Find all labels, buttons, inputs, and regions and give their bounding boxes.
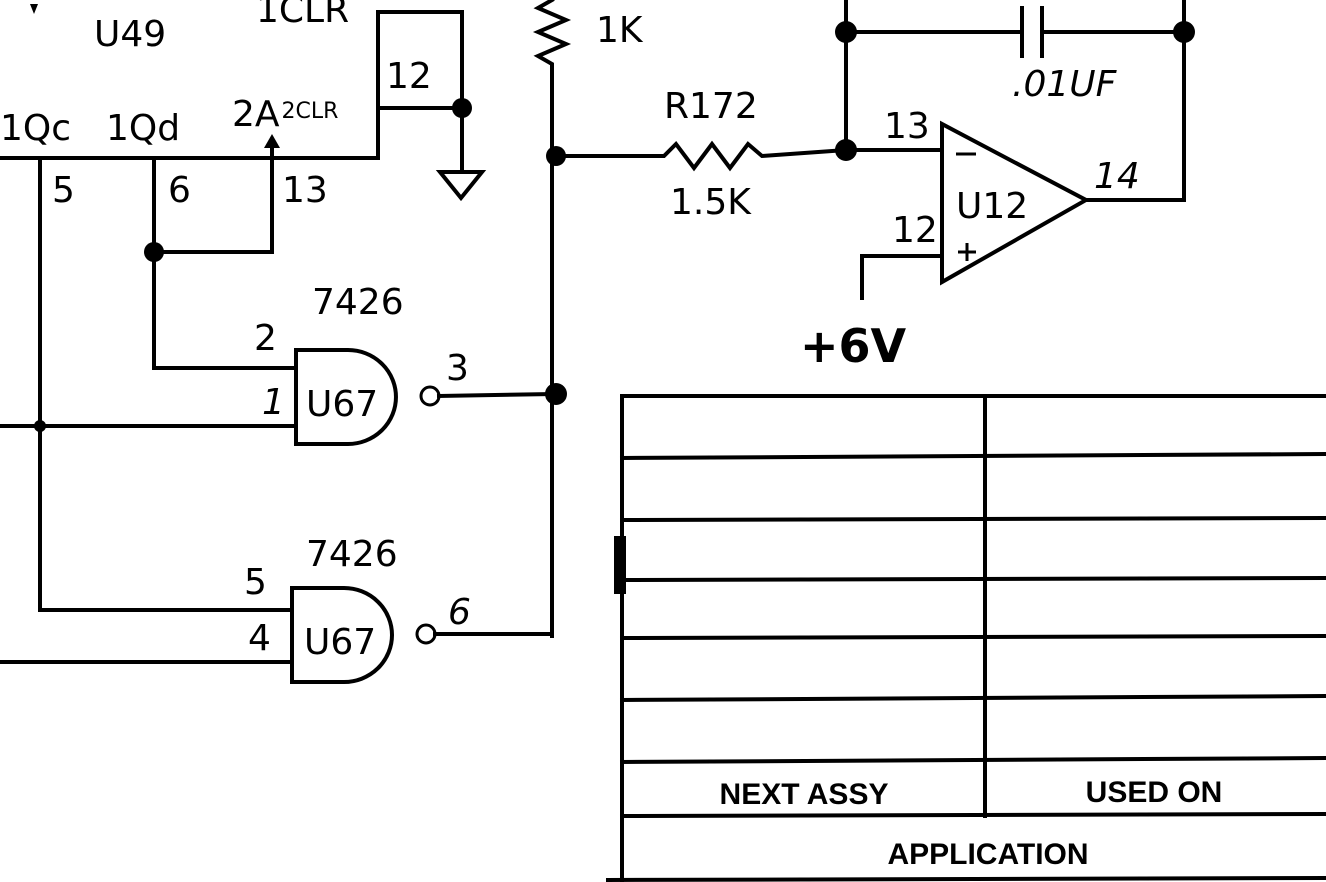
junction-dot	[545, 383, 567, 405]
pin-label-1qd: 1Qd	[106, 108, 180, 149]
capacitor-value: .01UF	[1012, 64, 1118, 105]
marker-icon	[30, 4, 38, 14]
title-block	[605, 394, 1326, 882]
gate-a-pin-3: 3	[446, 348, 469, 389]
r172-ref: R172	[664, 86, 758, 127]
pin-label-12: 12	[386, 56, 432, 97]
junction-dot	[144, 242, 164, 262]
title-block-application: APPLICATION	[887, 838, 1088, 871]
opamp-pin-13: 13	[884, 106, 930, 147]
title-block-next-assy: NEXT ASSY	[720, 778, 889, 811]
resistor-1k-value: 1K	[596, 10, 644, 51]
opamp-pin-12: 12	[892, 210, 938, 251]
pin-number-5: 5	[52, 170, 75, 211]
junction-dot	[835, 21, 857, 43]
gate-b-pin-6: 6	[448, 592, 471, 633]
gate-b-pin-4: 4	[248, 618, 271, 659]
chip-u49-wiring	[0, 10, 487, 664]
title-block-used-on: USED ON	[1086, 776, 1223, 809]
opamp-u12	[844, 120, 1186, 300]
gate-b-part: 7426	[306, 534, 398, 575]
nand-gate-u67-b	[290, 586, 554, 684]
gate-a-pin-2: 2	[254, 318, 277, 359]
nand-gate-u67-a	[294, 348, 555, 446]
junction-dot	[1173, 21, 1195, 43]
supply-label: +6V	[800, 319, 907, 373]
pin-label-2clr: 2A2CLR	[232, 94, 338, 135]
opamp-pin-14: 14	[1094, 156, 1140, 197]
gate-b-pin-5: 5	[244, 562, 267, 603]
pin-label-1qc: 1Qc	[0, 108, 71, 149]
pin-number-13: 13	[282, 170, 328, 211]
u49-ref: U49	[94, 14, 166, 55]
gate-a-ref: U67	[306, 384, 378, 425]
resistor-1k	[532, 0, 572, 638]
pin-number-6: 6	[168, 170, 191, 211]
resistor-r172	[554, 140, 849, 172]
gate-b-ref: U67	[304, 622, 376, 663]
junction-dot	[34, 420, 46, 432]
pin-label-1clr: 1CLR	[256, 0, 349, 31]
opamp-ref: U12	[956, 186, 1028, 227]
r172-value: 1.5K	[670, 182, 752, 223]
gate-a-pin-1: 1	[262, 382, 285, 423]
junction-dot	[452, 98, 472, 118]
pin-marker-2a	[264, 134, 280, 148]
gate-a-part: 7426	[312, 282, 404, 323]
